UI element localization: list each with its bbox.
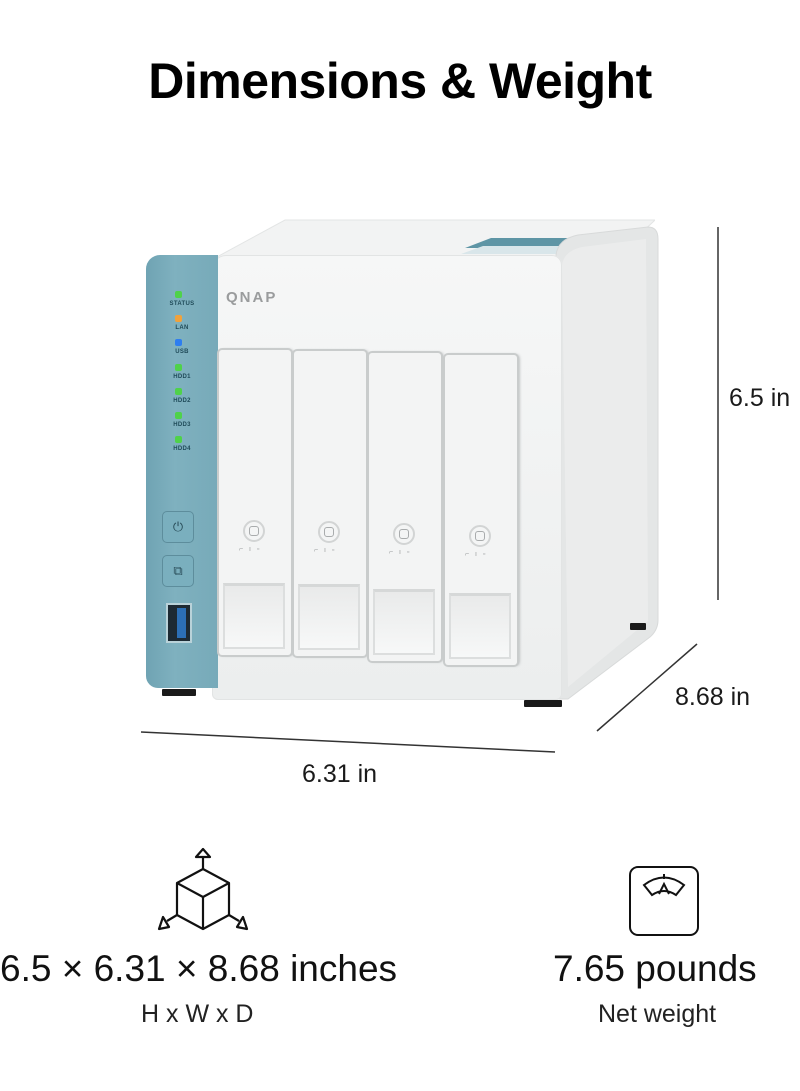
- measurement-lines: [140, 227, 719, 753]
- dimensions-value: 6.5 × 6.31 × 8.68 inches: [0, 948, 398, 989]
- led-label-hdd2: HDD2: [173, 398, 191, 404]
- bay-lock-icon: [469, 525, 491, 547]
- page-title: Dimensions & Weight: [148, 53, 652, 109]
- power-icon: ⏻: [172, 519, 184, 534]
- cube-dimensions-icon: [157, 847, 249, 931]
- bay-handle: [449, 593, 511, 659]
- led-label-status: STATUS: [169, 301, 195, 307]
- nas-side-panel: [555, 226, 659, 700]
- status-led-icon: [175, 291, 182, 298]
- height-label: 6.5 in: [729, 384, 791, 412]
- led-label-lan: LAN: [175, 325, 189, 331]
- drive-bay-3: ⌐ ı ▫: [369, 353, 441, 661]
- depth-line: [596, 643, 698, 732]
- brand-logo: QNAP: [226, 289, 278, 306]
- depth-label: 8.68 in: [675, 683, 751, 711]
- dimensions-caption: H x W x D: [141, 1000, 254, 1028]
- led-label-hdd4: HDD4: [173, 446, 191, 452]
- usb-led-icon: [175, 339, 182, 346]
- width-line: [140, 731, 556, 753]
- bay-lock-icon: [393, 523, 415, 545]
- led-label-hdd1: HDD1: [173, 374, 191, 380]
- drive-bay-1: ⌐ ı ▫: [219, 350, 291, 655]
- weight-caption: Net weight: [598, 1000, 717, 1028]
- lock-state-icons: ⌐ ı ▫: [239, 546, 262, 553]
- hdd4-led-icon: [175, 436, 182, 443]
- lock-state-icons: ⌐ ı ▫: [314, 547, 337, 554]
- usb-port: [166, 603, 192, 643]
- weight-value: 7.65 pounds: [553, 948, 757, 989]
- lock-state-icons: ⌐ ı ▫: [389, 549, 412, 556]
- power-button: ⏻: [162, 511, 194, 543]
- width-label: 6.31 in: [302, 760, 378, 788]
- hdd1-led-icon: [175, 364, 182, 371]
- bay-lock-icon: [243, 520, 265, 542]
- hdd2-led-icon: [175, 388, 182, 395]
- foot: [524, 700, 562, 707]
- bay-handle: [373, 589, 435, 655]
- foot: [630, 623, 646, 630]
- copy-icon: ⧉: [173, 563, 183, 578]
- bay-handle: [223, 583, 285, 649]
- foot: [162, 689, 196, 696]
- bay-lock-icon: [318, 521, 340, 543]
- led-label-usb: USB: [175, 349, 189, 355]
- hdd3-led-icon: [175, 412, 182, 419]
- lan-led-icon: [175, 315, 182, 322]
- drive-bay-4: ⌐ ı ▫: [445, 355, 517, 665]
- bay-handle: [298, 584, 360, 650]
- status-panel: STATUS LAN USB HDD1 HDD2 HDD3 HDD4 ⏻ ⧉: [146, 255, 218, 688]
- weight-scale-icon: [629, 866, 699, 936]
- lock-state-icons: ⌐ ı ▫: [465, 551, 488, 558]
- copy-button: ⧉: [162, 555, 194, 587]
- drive-bay-2: ⌐ ı ▫: [294, 351, 366, 656]
- led-label-hdd3: HDD3: [173, 422, 191, 428]
